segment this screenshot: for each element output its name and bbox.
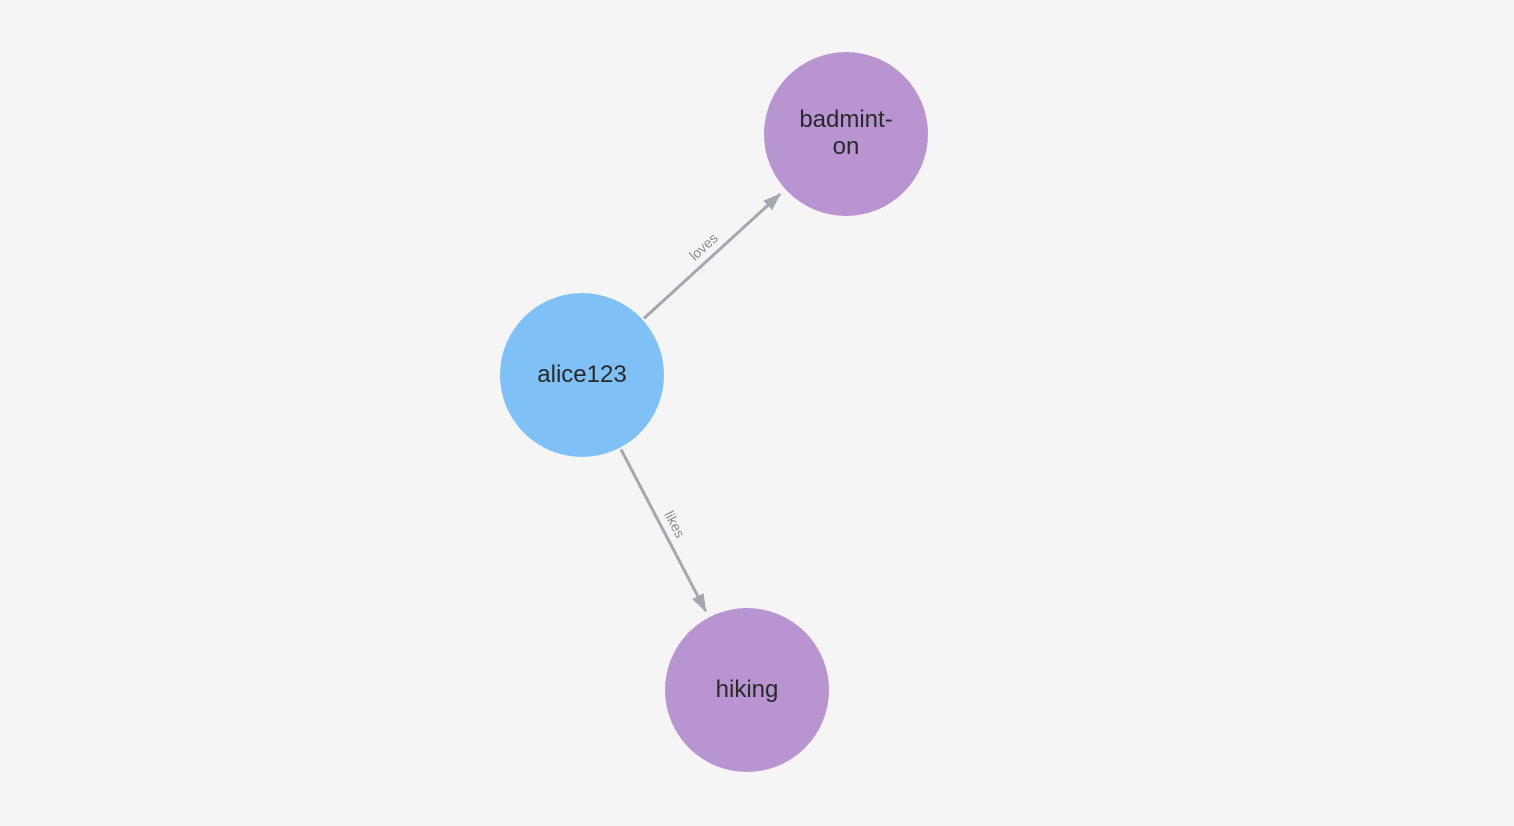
graph-node-badminton[interactable]: badmint- on	[764, 52, 928, 216]
node-label: hiking	[715, 675, 779, 703]
edge-label[interactable]: loves	[686, 230, 721, 264]
graph-node-hiking[interactable]: hiking	[665, 608, 829, 772]
graph-edge-alice123-hiking[interactable]: likes	[619, 448, 708, 613]
graph-edge-alice123-badminton[interactable]: loves	[643, 192, 782, 320]
edge-line[interactable]	[619, 448, 708, 613]
node-label: alice123	[537, 360, 627, 388]
graph-node-alice123[interactable]: alice123	[500, 293, 664, 457]
node-label: badmint- on	[799, 106, 893, 160]
edge-line[interactable]	[643, 192, 782, 320]
